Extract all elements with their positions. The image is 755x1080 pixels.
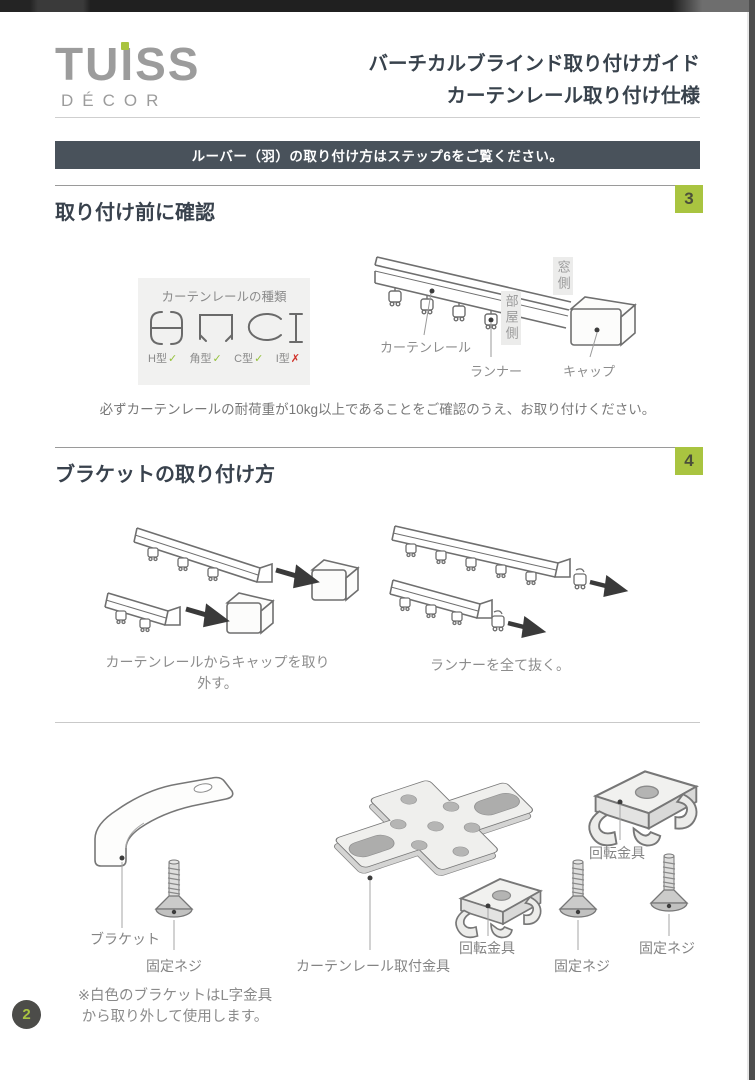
remove-cap-caption: カーテンレールからキャップを取り外す。	[105, 654, 330, 691]
section3-divider	[55, 185, 700, 186]
rail-type-shapes-icon	[150, 311, 303, 345]
bracket-label: ブラケット	[90, 931, 160, 947]
notice-banner: ルーバー（羽）の取り付け方はステップ6をご覧ください。	[55, 141, 700, 169]
rail-label: カーテンレール	[380, 340, 472, 355]
header-divider	[55, 117, 700, 118]
document-title: バーチカルブラインド取り付けガイド カーテンレール取り付け仕様	[368, 48, 700, 112]
brand-logo-subtext: DÉCOR	[61, 91, 168, 111]
remove-runners-diagram	[389, 525, 629, 638]
rotator-clip-drawing-2	[588, 770, 699, 847]
rail-type-h: H型✓	[148, 353, 178, 365]
rotator-label-2: 回転金具	[589, 845, 645, 861]
page-number-badge: 2	[12, 1000, 41, 1029]
room-side-label: 部屋側	[501, 291, 521, 345]
rail-type-i: I型✗	[275, 353, 300, 365]
notice-banner-text: ルーバー（羽）の取り付け方はステップ6をご覧ください。	[191, 149, 564, 164]
rail-types-title: カーテンレールの種類	[161, 290, 287, 304]
step-badge-4: 4	[675, 447, 703, 475]
section4-heading: ブラケットの取り付け方	[55, 464, 275, 486]
bracket-drawing	[94, 776, 234, 867]
hardware-parts-diagram	[94, 770, 699, 950]
rail-diagram: 窓側 部屋側 カーテンレール ランナー キャップ	[374, 245, 705, 400]
rail-type-labels: H型✓ 角型✓ C型✓ I型✗	[138, 350, 310, 366]
cap-label: キャップ	[563, 364, 616, 379]
plate-label: カーテンレール取付金具	[296, 958, 450, 974]
screw-drawing-3	[649, 853, 689, 912]
window-top-bar	[0, 0, 755, 12]
window-side-label: 窓側	[553, 257, 573, 295]
runner-label: ランナー	[470, 364, 523, 379]
rail-type-c: C型✓	[234, 353, 264, 365]
bracket-note: ※白色のブラケットはL字金具から取り外して使用します。	[77, 988, 273, 1026]
step-badge-3: 3	[675, 185, 703, 213]
screw-drawing-2	[558, 859, 598, 918]
cross-icon: ✗	[290, 353, 300, 365]
check-icon: ✓	[212, 353, 222, 365]
screw-drawing-1	[154, 859, 194, 918]
screw-label-3: 固定ネジ	[639, 940, 695, 956]
section3-heading: 取り付け前に確認	[55, 202, 215, 224]
section4-divider	[55, 447, 700, 448]
document-title-line2: カーテンレール取り付け仕様	[446, 85, 700, 108]
brand-logo: TUISS DÉCOR	[55, 40, 235, 111]
page-right-margin	[747, 12, 749, 1080]
screw-label-1: 固定ネジ	[146, 958, 202, 974]
parts-divider	[55, 722, 700, 723]
rotator-clip-drawing-1	[455, 877, 543, 939]
remove-runners-caption: ランナーを全て抜く。	[430, 657, 570, 673]
logo-green-dot-icon	[121, 42, 129, 50]
rotator-label-1: 回転金具	[459, 940, 515, 956]
check-icon: ✓	[254, 353, 264, 365]
mounting-plate-drawing	[333, 780, 533, 876]
screw-label-2: 固定ネジ	[554, 958, 610, 974]
brand-logo-text: TUISS	[55, 40, 235, 88]
check-icon: ✓	[167, 353, 178, 365]
caution-text: 必ずカーテンレールの耐荷重が10kg以上であることをご確認のうえ、お取り付けくだ…	[99, 402, 656, 417]
remove-cap-diagram	[104, 527, 360, 635]
document-title-line1: バーチカルブラインド取り付けガイド	[368, 53, 700, 75]
rail-types-box: カーテンレールの種類 H型✓ 角型✓ C型✓ I型✗	[138, 278, 310, 385]
scrollbar-strip[interactable]	[749, 0, 755, 1080]
rail-diagram-drawing	[374, 256, 637, 358]
rail-type-kaku: 角型✓	[189, 353, 222, 365]
